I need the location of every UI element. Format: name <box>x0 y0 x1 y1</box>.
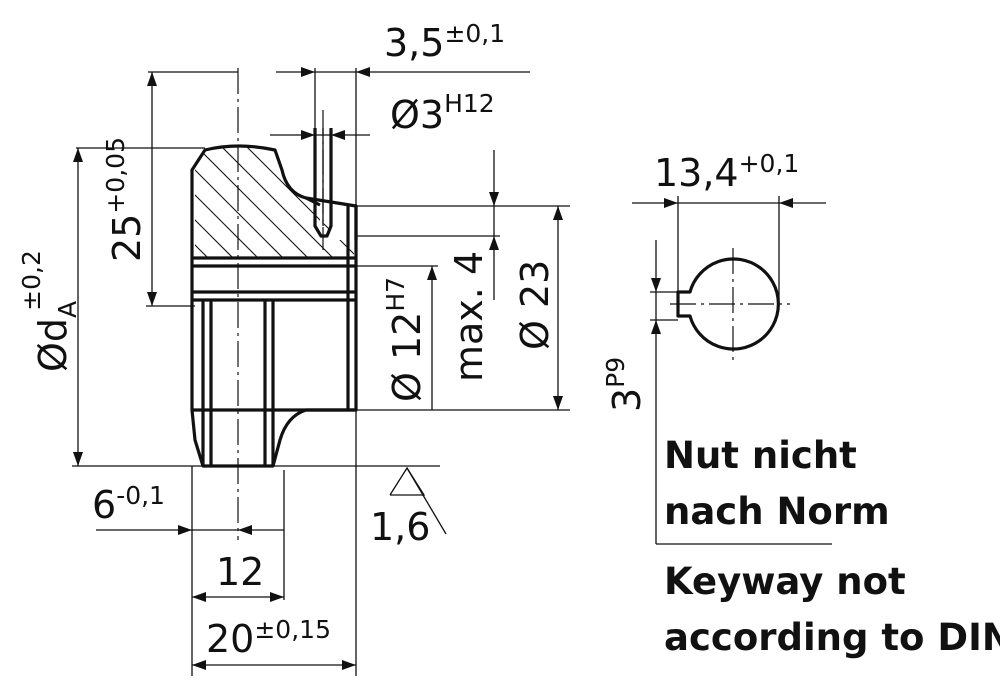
dim-bore-dia: Ø 12H7 <box>381 277 429 402</box>
dim-pin-hole-dia: Ø3H12 <box>390 89 495 137</box>
dim-face-width: 12 <box>216 550 264 594</box>
dim-key-width: 3P9 <box>601 357 649 412</box>
dim-pitch-offset: 25+0,05 <box>101 137 149 262</box>
roughness-symbol <box>389 466 447 535</box>
note-english-line1: Keyway not <box>664 560 906 603</box>
hub-circle <box>676 257 780 351</box>
keyway-detail-view <box>632 196 832 545</box>
note-english-line2: according to DIN <box>664 616 1000 659</box>
note-german-line2: nach Norm <box>664 490 890 533</box>
gear-outline <box>190 144 358 468</box>
dim-surface-roughness: 1,6 <box>370 505 430 549</box>
dimension-lines <box>72 67 570 676</box>
dim-total-width: 20±0,15 <box>206 615 331 661</box>
dim-tooth-width: 6-0,1 <box>92 481 165 527</box>
dim-key-depth: 13,4+0,1 <box>654 149 799 195</box>
dim-max-depth: max. 4 <box>447 251 491 382</box>
dim-outer-dia: ØdA±0,2 <box>17 250 82 372</box>
dim-groove-width: 3,5±0,1 <box>384 19 505 65</box>
note-german-line1: Nut nicht <box>664 434 857 477</box>
dim-hub-dia: Ø 23 <box>513 260 557 350</box>
